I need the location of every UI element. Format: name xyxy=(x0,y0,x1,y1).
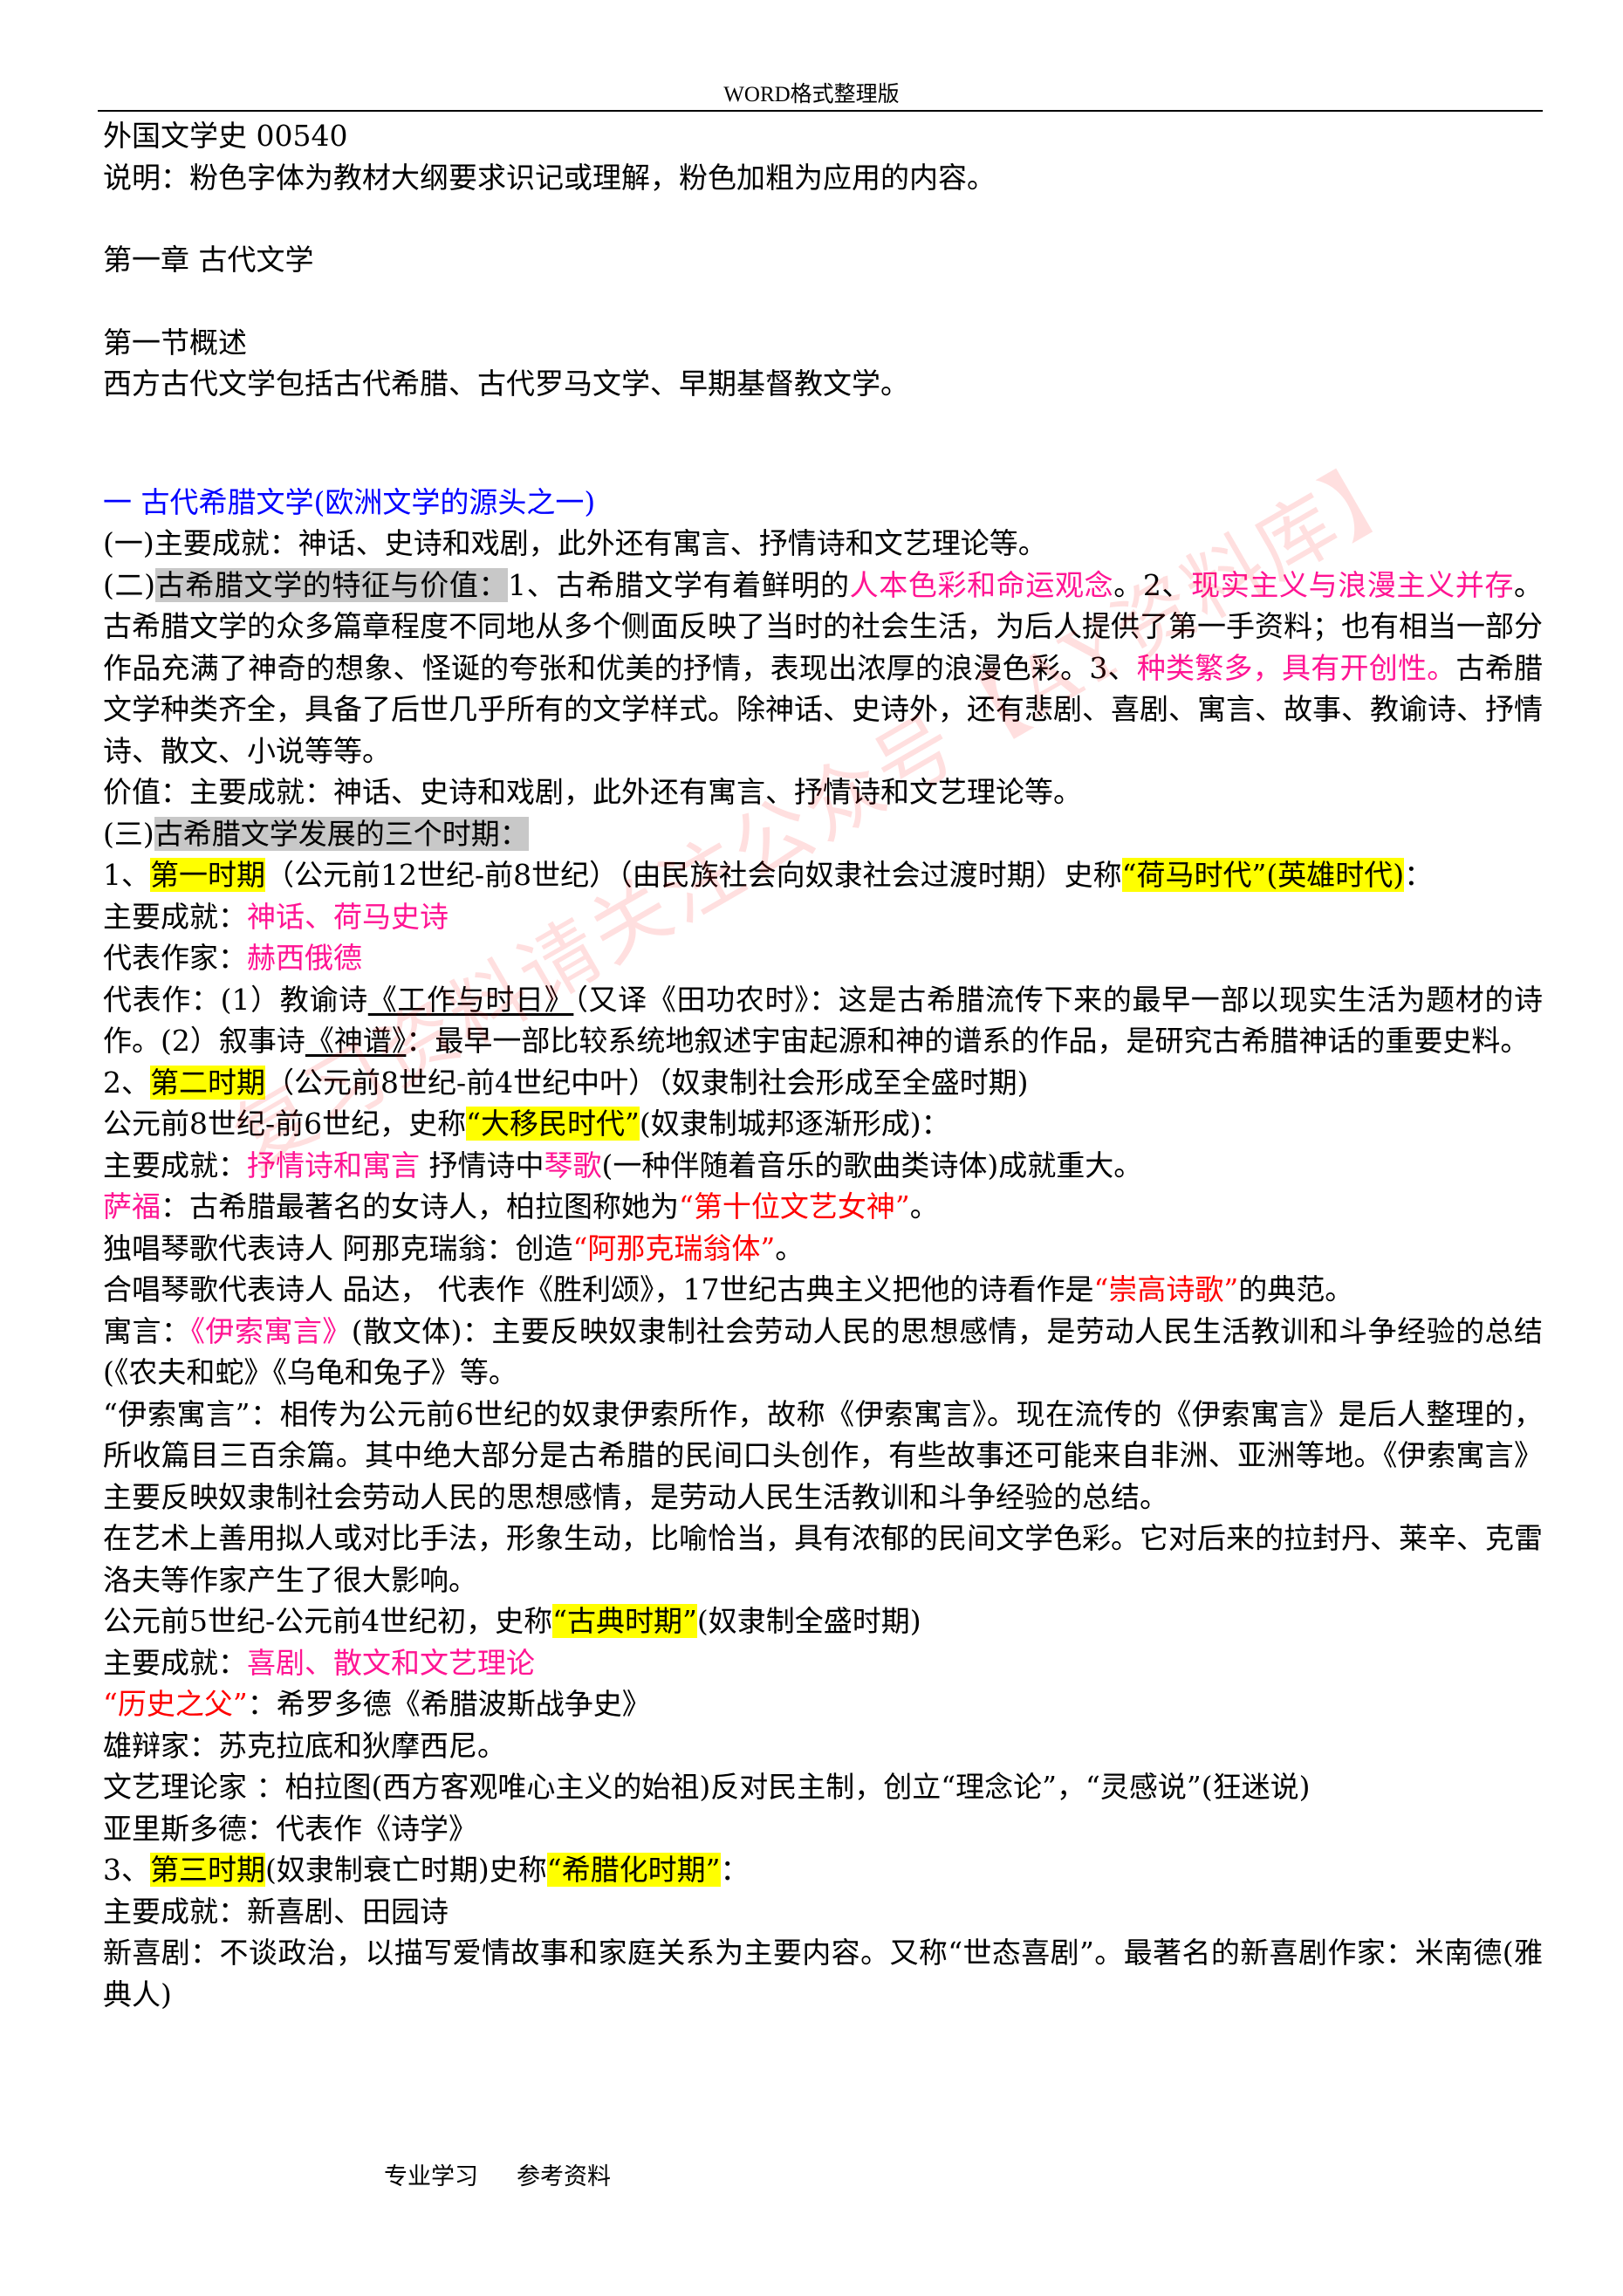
features-text-2: 。2、 xyxy=(1113,567,1192,602)
sub1-b: (奴隶制城邦逐渐形成)： xyxy=(639,1107,950,1141)
sub1-a: 公元前8世纪-前6世纪，史称 xyxy=(103,1107,467,1141)
period2-desc: （公元前8世纪-前4世纪中叶）（奴隶制社会形成至全盛时期) xyxy=(265,1065,1029,1100)
sappho-b: ：古希腊最著名的女诗人，柏拉图称她为 xyxy=(161,1189,679,1223)
periods-heading-line: (三)古希腊文学发展的三个时期： xyxy=(103,813,1543,855)
document-body: 外国文学史 00540 说明：粉色字体为教材大纲要求识记或理解，粉色加粗为应用的… xyxy=(103,115,1543,2015)
footer-left: 专业学习 xyxy=(384,2163,478,2190)
section-title: 第一节概述 xyxy=(103,325,247,360)
period1-author: 代表作家：赫西俄德 xyxy=(103,937,1543,979)
sub2-a: 公元前5世纪-公元前4世纪初，史称 xyxy=(103,1604,553,1638)
sappho: 萨福 xyxy=(103,1189,161,1223)
migration-era: “大移民时代” xyxy=(466,1107,640,1141)
period2-line: 2、第二时期（公元前8世纪-前4世纪中叶）（奴隶制社会形成至全盛时期) xyxy=(103,1062,1543,1104)
period3-line: 3、第三时期(奴隶制衰亡时期)史称“希腊化时期”： xyxy=(103,1849,1543,1891)
solo-a: 独唱琴歌代表诗人 阿那克瑞翁：创造 xyxy=(103,1230,573,1265)
fable-b: (散文体)：主要反映奴隶制社会劳动人民的思想感情，是劳动人民生活教训和斗争经验的… xyxy=(103,1313,1544,1390)
period2-number: 2、 xyxy=(103,1065,150,1100)
features-text-4: 古希腊文学种类齐全，具备了后世几乎所有的文学样式。除神话、史诗外，还有悲剧、喜剧… xyxy=(103,650,1544,768)
sappho-line: 萨福：古希腊最著名的女诗人，柏拉图称她为“第十位文艺女神”。 xyxy=(103,1186,1543,1228)
aristotle-line: 亚里斯多德：代表作《诗学》 xyxy=(103,1811,477,1846)
page-footer: 专业学习 参考资料 xyxy=(384,2157,611,2191)
art-paragraph: 在艺术上善用拟人或对比手法，形象生动，比喻恰当，具有浓郁的民间文学色彩。它对后来… xyxy=(103,1521,1543,1597)
features-paragraph: (二)古希腊文学的特征与价值：1、古希腊文学有着鲜明的人本色彩和命运观念。2、现… xyxy=(103,565,1543,772)
period2-sub1: 公元前8世纪-前6世纪，史称“大移民时代”(奴隶制城邦逐渐形成)： xyxy=(103,1103,1543,1145)
anacreontic: “阿那克瑞翁体” xyxy=(572,1230,776,1265)
features-text-3: 。古希腊文学的众多篇章程度不同地从多个侧面反映了当时的社会生活，为后人提供了第一… xyxy=(103,567,1543,685)
footer-right: 参考资料 xyxy=(517,2163,611,2190)
aesop-paragraph: “伊索寓言”：相传为公元前6世纪的奴隶伊索所作，故称《伊索寓言》。现在流传的《伊… xyxy=(103,1396,1543,1514)
period1-achievements: 主要成就：神话、荷马史诗 xyxy=(103,896,1543,938)
history-b: ：希罗多德《希腊波斯战争史》 xyxy=(247,1687,651,1721)
aesop-fables: 《伊索寓言》 xyxy=(190,1313,352,1348)
period2-ach2: 喜剧、散文和文艺理论 xyxy=(247,1645,535,1680)
works-and-days: 《工作与时日》 xyxy=(367,982,574,1017)
feature-humanism: 人本色彩和命运观念 xyxy=(849,567,1114,602)
period1-works: 代表作：(1）教谕诗《工作与时日》（又译《田功农时》：这是古希腊流传下来的最早一… xyxy=(103,979,1543,1062)
tenth-muse: “第十位文艺女神” xyxy=(679,1189,910,1223)
period1-name: “荷马时代”(英雄时代) xyxy=(1121,858,1405,892)
period3-achievements: 主要成就：新喜剧、田园诗 xyxy=(103,1894,449,1929)
features-prefix: (二) xyxy=(103,567,155,602)
period1-author-name: 赫西俄德 xyxy=(247,941,362,975)
sub2-b: (奴隶制全盛时期) xyxy=(696,1604,921,1638)
features-text-1: 1、古希腊文学有着鲜明的 xyxy=(508,567,850,602)
choir-c: 的典范。 xyxy=(1238,1272,1354,1306)
lyre-song: 琴歌 xyxy=(544,1148,602,1182)
part1-title: 一 古代希腊文学(欧洲文学的源头之一) xyxy=(103,484,596,519)
period1-ach-label: 主要成就： xyxy=(103,899,247,934)
period1-desc: （公元前12世纪-前8世纪）（由民族社会向奴隶社会过渡时期）史称 xyxy=(265,858,1122,892)
history-line: “历史之父”：希罗多德《希腊波斯战争史》 xyxy=(103,1683,1543,1725)
choir-line: 合唱琴歌代表诗人 品达， 代表作《胜利颂》，17世纪古典主义把他的诗看作是“崇高… xyxy=(103,1269,1543,1311)
periods-prefix: (三) xyxy=(103,816,154,851)
feature-realism-romanticism: 现实主义与浪漫主义并存 xyxy=(1191,567,1514,602)
period2-ach2-label: 主要成就： xyxy=(103,1645,247,1680)
period2-achievements: 主要成就：抒情诗和寓言 抒情诗中琴歌(一种伴随着音乐的歌曲类诗体)成就重大。 xyxy=(103,1145,1543,1187)
period1-label: 第一时期 xyxy=(150,858,265,892)
course-title: 外国文学史 00540 xyxy=(103,119,348,153)
header-rule xyxy=(98,110,1543,112)
period3-label: 第三时期 xyxy=(150,1853,265,1887)
theory-line: 文艺理论家 ：柏拉图(西方客观唯心主义的始祖)反对民主制，创立“理念论”，“灵感… xyxy=(103,1770,1311,1804)
period3-end: ： xyxy=(720,1853,750,1887)
fable-line: 寓言：《伊索寓言》(散文体)：主要反映奴隶制社会劳动人民的思想感情，是劳动人民生… xyxy=(103,1311,1543,1394)
period3-number: 3、 xyxy=(103,1853,150,1887)
period3-desc: (奴隶制衰亡时期)史称 xyxy=(265,1853,547,1887)
period1-number: 1、 xyxy=(103,858,150,892)
hellenistic-era: “希腊化时期” xyxy=(546,1853,721,1887)
choir-a: 合唱琴歌代表诗人 品达， 代表作《胜利颂》，17世纪古典主义把他的诗看作是 xyxy=(103,1272,1094,1306)
period1-end: ： xyxy=(1404,858,1434,892)
feature-variety: 种类繁多，具有开创性。 xyxy=(1136,650,1456,685)
page-header: WORD格式整理版 xyxy=(723,83,900,106)
note-line: 说明：粉色字体为教材大纲要求识记或理解，粉色加粗为应用的内容。 xyxy=(103,160,996,195)
sublime-poetry: “崇高诗歌” xyxy=(1093,1272,1239,1306)
solo-c: 。 xyxy=(775,1230,805,1265)
period2-ach-c: (一种伴随着音乐的歌曲类诗体)成就重大。 xyxy=(601,1148,1143,1182)
sappho-c: 。 xyxy=(909,1189,939,1223)
fable-a: 寓言： xyxy=(103,1313,191,1348)
solo-line: 独唱琴歌代表诗人 阿那克瑞翁：创造“阿那克瑞翁体”。 xyxy=(103,1228,1543,1270)
orator-line: 雄辩家：苏克拉底和狄摩西尼。 xyxy=(103,1728,506,1763)
period2-ach-label: 主要成就： xyxy=(103,1148,247,1182)
achievements-line: (一)主要成就：神话、史诗和戏剧，此外还有寓言、抒情诗和文艺理论等。 xyxy=(103,526,1047,560)
period2-ach: 抒情诗和寓言 xyxy=(247,1148,420,1182)
new-comedy-paragraph: 新喜剧：不谈政治，以描写爱情故事和家庭关系为主要内容。又称“世态喜剧”。最著名的… xyxy=(103,1936,1543,2012)
overview-paragraph: 西方古代文学包括古代希腊、古代罗马文学、早期基督教文学。 xyxy=(103,367,909,401)
father-of-history: “历史之父” xyxy=(103,1687,248,1721)
works-c: （又译《田功农时》：这是古希腊流传下来的最早一部以现实生活为题材的诗作。(2）叙… xyxy=(103,982,1544,1059)
chapter-title: 第一章 古代文学 xyxy=(103,243,314,277)
period2-achievements-2: 主要成就：喜剧、散文和文艺理论 xyxy=(103,1642,1543,1684)
period1-author-label: 代表作家： xyxy=(103,941,247,975)
period2-sub2: 公元前5世纪-公元前4世纪初，史称“古典时期”(奴隶制全盛时期) xyxy=(103,1600,1543,1642)
features-heading: 古希腊文学的特征与价值： xyxy=(155,567,509,602)
period1-ach: 神话、荷马史诗 xyxy=(247,899,449,934)
value-line: 价值：主要成就：神话、史诗和戏剧，此外还有寓言、抒情诗和文艺理论等。 xyxy=(103,775,1082,809)
period2-ach-b: 抒情诗中 xyxy=(420,1148,544,1182)
works-a: 代表作：(1）教谕诗 xyxy=(103,982,368,1017)
classical-era: “古典时期” xyxy=(552,1604,697,1638)
periods-heading: 古希腊文学发展的三个时期： xyxy=(154,816,529,851)
theogony: 《神谱》 xyxy=(305,1024,407,1058)
period1-line: 1、第一时期（公元前12世纪-前8世纪）（由民族社会向奴隶社会过渡时期）史称“荷… xyxy=(103,854,1543,896)
period2-label: 第二时期 xyxy=(150,1065,265,1100)
works-e: ：最早一部比较系统地叙述宇宙起源和神的谱系的作品，是研究古希腊神话的重要史料。 xyxy=(406,1024,1530,1058)
